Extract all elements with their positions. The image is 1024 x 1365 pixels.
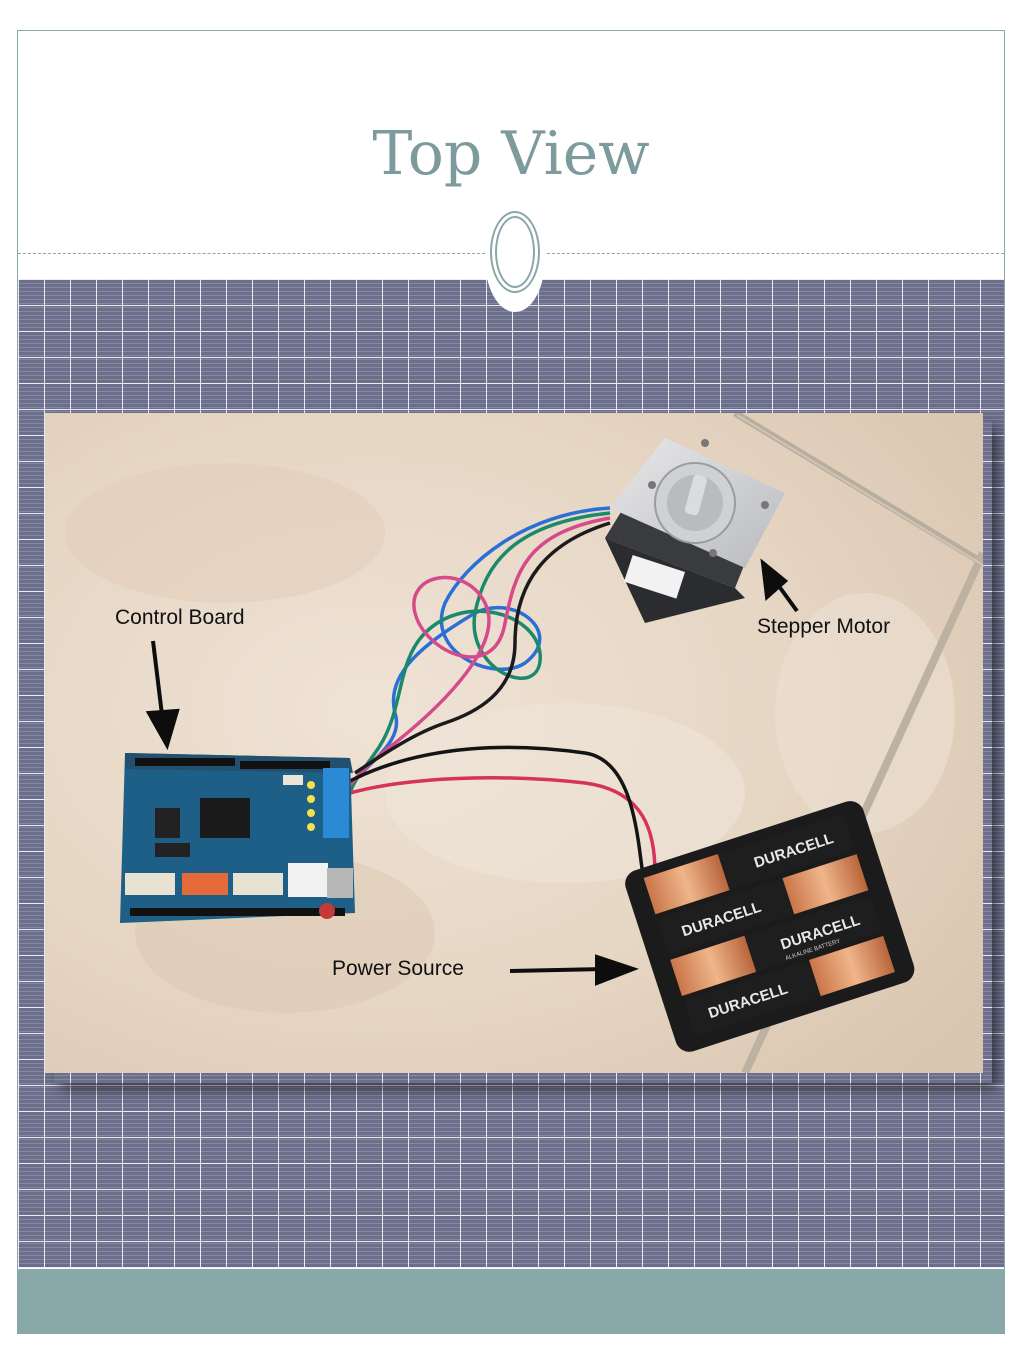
control-board bbox=[120, 753, 355, 923]
power-source-arrow bbox=[509, 967, 606, 973]
bottom-accent-bar bbox=[18, 1268, 1004, 1333]
annotation-arrows bbox=[145, 558, 799, 986]
control-board-arrow-head bbox=[145, 708, 180, 751]
hardware-photo: DURACELL DURACELL DURACELL ALKALINE BATT… bbox=[45, 413, 983, 1073]
oval-ornament-inner-ring bbox=[495, 216, 535, 288]
stepper-motor-arrow-head bbox=[760, 558, 789, 602]
slide: Top View bbox=[17, 30, 1005, 1334]
power-source-arrow-head bbox=[595, 954, 639, 986]
power-source-label: Power Source bbox=[332, 957, 464, 980]
battery-pack: DURACELL DURACELL DURACELL ALKALINE BATT… bbox=[625, 801, 915, 1052]
stepper-motor-label: Stepper Motor bbox=[757, 615, 891, 638]
oval-ornament-ring bbox=[490, 211, 540, 293]
stepper-motor bbox=[605, 438, 785, 623]
control-board-arrow bbox=[151, 640, 165, 724]
slide-title: Top View bbox=[372, 119, 650, 189]
control-board-label: Control Board bbox=[115, 606, 245, 629]
